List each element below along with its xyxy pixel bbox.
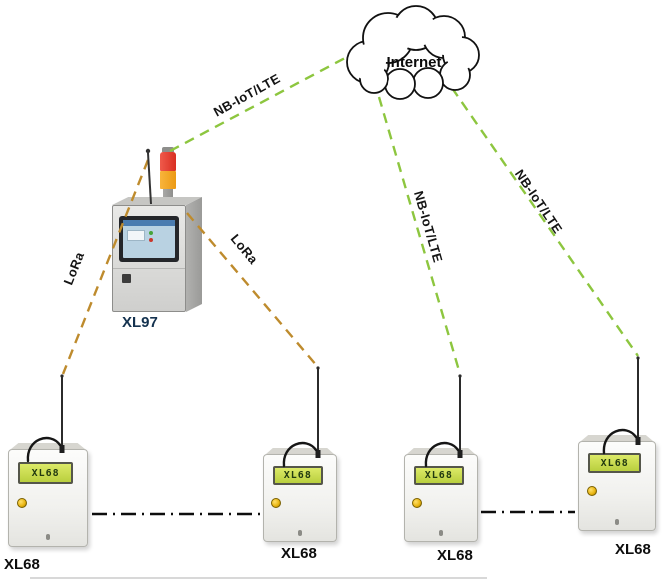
signal-tower-cap xyxy=(162,147,174,152)
gateway-label: XL97 xyxy=(122,314,158,331)
device-label-3: XL68 xyxy=(437,547,473,564)
nb-iot-link-device3 xyxy=(377,96,462,375)
cloud-fill xyxy=(350,9,476,96)
device-label-4: XL68 xyxy=(615,541,651,558)
screw-dot xyxy=(46,534,50,541)
cabinet-front-panel xyxy=(112,205,186,312)
hmi-screen-bezel xyxy=(119,216,179,262)
cabinet-side-face xyxy=(186,197,202,312)
signal-tower-orange-light xyxy=(160,171,176,189)
cabinet-door-seam xyxy=(113,268,185,269)
device-xl68-1: XL68 xyxy=(8,443,88,547)
internet-cloud: Internet xyxy=(330,4,490,111)
gateway-device-xl97 xyxy=(108,145,208,315)
lora-label-2: LoRa xyxy=(228,231,262,267)
buzzer-icon xyxy=(586,486,597,496)
screen-red-indicator xyxy=(149,238,153,242)
antenna-tip-device1 xyxy=(60,374,64,378)
lora-label-1: LoRa xyxy=(60,249,87,287)
device-label-1: XL68 xyxy=(4,556,40,573)
device-enclosure: XL68 xyxy=(263,454,337,542)
cabinet-lock xyxy=(122,274,131,283)
device-enclosure: XL68 xyxy=(8,449,88,547)
device-enclosure: XL68 xyxy=(404,454,478,542)
hmi-screen xyxy=(123,220,175,258)
nb-iot-label-2: NB-IoT/LTE xyxy=(411,189,446,264)
nb-iot-label-3: NB-IoT/LTE xyxy=(512,167,566,237)
screen-green-indicator xyxy=(149,231,153,235)
lcd-display: XL68 xyxy=(272,466,324,486)
screw-dot xyxy=(615,518,619,525)
buzzer-icon xyxy=(16,498,27,508)
buzzer-icon xyxy=(412,498,423,508)
nb-iot-link-gateway xyxy=(169,56,346,153)
nb-iot-link-device4 xyxy=(451,87,639,357)
device-xl68-2: XL68 xyxy=(263,448,337,542)
device-label-2: XL68 xyxy=(281,545,317,562)
device-enclosure: XL68 xyxy=(578,441,656,531)
buzzer-icon xyxy=(271,498,282,508)
device-xl68-4: XL68 xyxy=(578,435,656,531)
signal-tower-red-light xyxy=(160,152,176,171)
antenna-tip-device3 xyxy=(458,374,462,378)
cabinet-top-face xyxy=(112,197,202,205)
internet-label: Internet xyxy=(386,54,441,71)
antenna-tip-device2 xyxy=(316,366,320,370)
lcd-display: XL68 xyxy=(18,462,73,484)
screen-header-bar xyxy=(123,220,175,226)
lcd-display: XL68 xyxy=(413,466,465,486)
screw-dot xyxy=(298,529,302,536)
screw-dot xyxy=(439,529,443,536)
screen-widget xyxy=(127,230,145,241)
antenna-tip-device4 xyxy=(636,356,640,360)
nb-iot-label-1: NB-IoT/LTE xyxy=(211,71,283,120)
device-xl68-3: XL68 xyxy=(404,448,478,542)
lcd-display: XL68 xyxy=(588,453,642,473)
